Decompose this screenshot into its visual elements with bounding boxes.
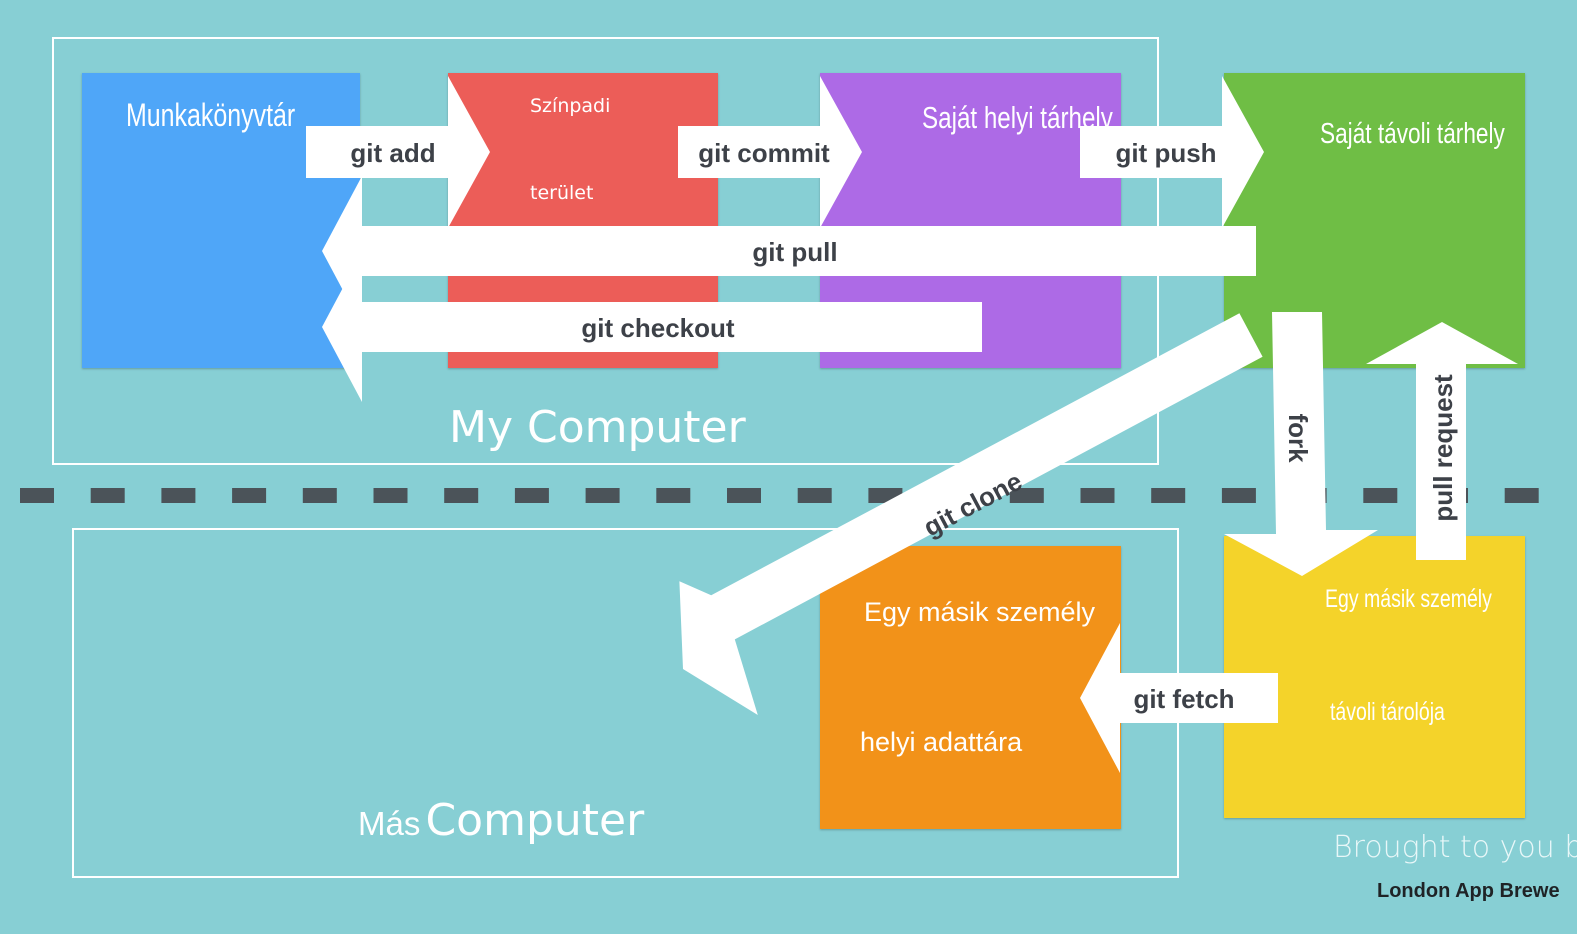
working-directory-box — [82, 73, 360, 368]
git-commit-arrow — [678, 76, 862, 228]
credit-brought-to-you-by: Brought to you by — [1333, 830, 1577, 865]
divider-dash — [20, 488, 54, 503]
divider-dash — [1080, 488, 1115, 503]
git-push-arrow — [1080, 76, 1264, 228]
other-local-repo-box — [820, 546, 1121, 829]
divider-dash — [90, 488, 125, 503]
divider-dash — [232, 488, 267, 503]
divider-dash — [727, 488, 761, 503]
git-checkout-label: git checkout — [581, 313, 734, 343]
divider-dash — [585, 488, 620, 503]
other-computer-label: Más Computer — [358, 795, 644, 846]
other-remote-label-line2: távoli tárolója — [1330, 698, 1445, 726]
git-add-arrow — [306, 76, 490, 228]
divider-dash — [656, 488, 691, 503]
computer-divider — [20, 488, 1539, 503]
divider-dash — [514, 488, 549, 503]
remote-repo-label: Saját távoli tárhely — [1320, 118, 1505, 150]
staging-area-label-line2: terület — [530, 182, 594, 204]
other-local-label-line2: helyi adattára — [860, 727, 1023, 757]
divider-dash — [444, 488, 479, 503]
other-computer-prefix: Más — [358, 805, 421, 842]
local-repo-label: Saját helyi tárhely — [922, 100, 1113, 135]
divider-dash — [1504, 488, 1539, 503]
git-commit-label: git commit — [698, 138, 830, 168]
divider-dash — [161, 488, 196, 503]
other-remote-label-line1: Egy másik személy — [1325, 585, 1492, 613]
git-fetch-label: git fetch — [1133, 684, 1234, 714]
fork-label: fork — [1283, 413, 1313, 463]
divider-dash — [1363, 488, 1398, 503]
git-checkout-arrow — [322, 252, 982, 402]
other-local-label-line1: Egy másik személy — [864, 597, 1096, 627]
pull-request-arrow — [1366, 322, 1518, 560]
divider-dash — [373, 488, 408, 503]
divider-dash — [1151, 488, 1186, 503]
pull-request-label: pull request — [1428, 374, 1458, 522]
other-computer-suffix: Computer — [425, 795, 645, 846]
divider-dash — [797, 488, 832, 503]
git-pull-label: git pull — [752, 237, 837, 267]
working-directory-label: Munkakönyvtár — [126, 97, 296, 133]
my-computer-label: My Computer — [449, 402, 746, 453]
divider-dash — [1221, 488, 1256, 503]
git-push-label: git push — [1115, 138, 1216, 168]
divider-dash — [1009, 488, 1044, 503]
staging-area-label-line1: Színpadi — [530, 95, 611, 117]
git-pull-arrow — [322, 176, 1256, 326]
credit-company: London App Brewe — [1377, 880, 1560, 902]
fork-arrow — [1224, 312, 1378, 576]
divider-dash — [302, 488, 337, 503]
git-fetch-arrow — [1080, 623, 1278, 773]
git-clone-arrow — [679, 313, 1263, 715]
git-add-label: git add — [350, 138, 435, 168]
